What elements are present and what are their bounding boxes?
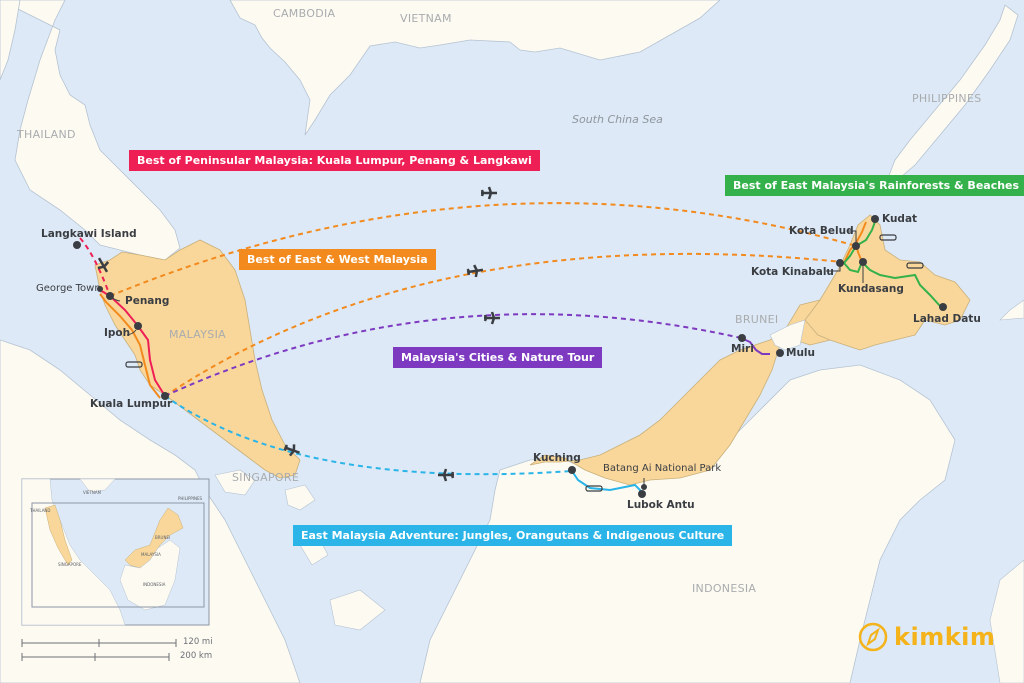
city-dot-george-town [97,286,103,292]
scale-label-km: 200 km [180,651,213,661]
city-label-kudat: Kudat [882,213,918,225]
car-icon [585,485,603,492]
city-label-kundasang: Kundasang [838,283,904,295]
city-dot-lahad-datu [939,303,947,311]
plane-icon [466,264,484,278]
city-label-kuala-lumpur: Kuala Lumpur [90,398,173,410]
inset-label-philippines: PHILIPPINES [178,496,203,501]
route-tag-rainforests[interactable]: Best of East Malaysia's Rainforests & Be… [725,175,1024,196]
country-label-thailand: THAILAND [17,128,76,141]
city-dot-kuching [568,466,576,474]
city-label-lubok-antu: Lubok Antu [627,499,695,511]
logo-text: kimkim [894,623,996,651]
kimkim-logo: kimkim [858,622,995,652]
inset-label-vietnam: VIETNAM [83,490,102,495]
city-label-penang: Penang [125,295,170,307]
inset-label-singapore: SINGAPORE [58,562,82,567]
city-dot-kundasang [859,258,867,266]
route-rainforests-green [842,218,941,307]
city-label-kota-kinabalu: Kota Kinabalu [751,266,834,278]
city-label-miri: Miri [731,343,754,355]
landmass-indochina [229,0,721,136]
landmass-peninsular-malaysia [94,239,301,479]
inset-map [21,478,210,626]
inset-label-indonesia: INDONESIA [143,582,166,587]
city-dot-mulu [776,349,784,357]
route-adventure-flight [164,395,573,476]
city-dot-lubok-antu [638,490,646,498]
country-label-brunei: BRUNEI [735,313,779,326]
city-dot-kota-kinabalu [836,259,844,267]
city-label-mulu: Mulu [786,347,815,359]
car-icon [906,262,924,269]
inset-label-brunei: BRUNEI [155,535,171,540]
route-east-west-flight-2 [164,252,843,397]
country-label-malaysia: MALAYSIA [169,328,226,341]
compass-icon [858,622,888,652]
route-cities-nature-flight [164,313,742,397]
city-dot-ipoh [134,322,142,330]
city-label-batang-ai: Batang Ai National Park [603,463,722,474]
country-label-philippines: PHILIPPINES [912,92,982,105]
country-label-vietnam: VIETNAM [400,12,452,25]
country-label-indonesia: INDONESIA [692,582,757,595]
city-dot-miri [738,334,746,342]
city-dot-kota-belud [852,242,860,250]
city-label-george-town: George Town [36,283,101,294]
city-label-langkawi: Langkawi Island [41,228,137,240]
city-dot-batang-ai [641,484,647,490]
city-label-ipoh: Ipoh [104,327,131,339]
route-east-west-flight-1 [109,202,857,297]
landmass-thailand-west [0,0,21,81]
route-tag-peninsular[interactable]: Best of Peninsular Malaysia: Kuala Lumpu… [129,150,540,171]
route-tag-adventure[interactable]: East Malaysia Adventure: Jungles, Orangu… [293,525,733,546]
scale-bar [21,639,177,661]
plane-icon [283,444,300,457]
plane-icon [97,257,110,273]
plane-icon [438,468,455,482]
plane-icon [480,186,497,200]
route-east-west-land-orange [99,293,161,399]
country-label-cambodia: CAMBODIA [273,7,336,20]
route-tag-cities-nature[interactable]: Malaysia's Cities & Nature Tour [393,347,603,368]
inset-label-malaysia: MALAYSIA [141,552,161,557]
plane-icon [483,311,500,325]
route-cities-nature-land [740,337,770,355]
city-dot-kuala-lumpur [161,392,169,400]
landmass-brunei [769,319,806,351]
city-dot-kudat [871,215,879,223]
city-label-lahad-datu: Lahad Datu [913,313,981,325]
car-icon [125,361,143,368]
inset-label-thailand: THAILAND [30,508,51,513]
city-dot-langkawi [73,241,81,249]
country-label-singapore: SINGAPORE [232,471,300,484]
city-label-kota-belud: Kota Belud [789,225,854,237]
route-adventure-land [571,470,641,494]
landmass-sabah [804,214,971,351]
route-tag-east-west[interactable]: Best of East & West Malaysia [239,249,436,270]
scale-label-miles: 120 mi [183,637,213,647]
car-icon [879,234,897,241]
sea-label: South China Sea [572,113,663,126]
city-label-kuching: Kuching [533,452,581,464]
